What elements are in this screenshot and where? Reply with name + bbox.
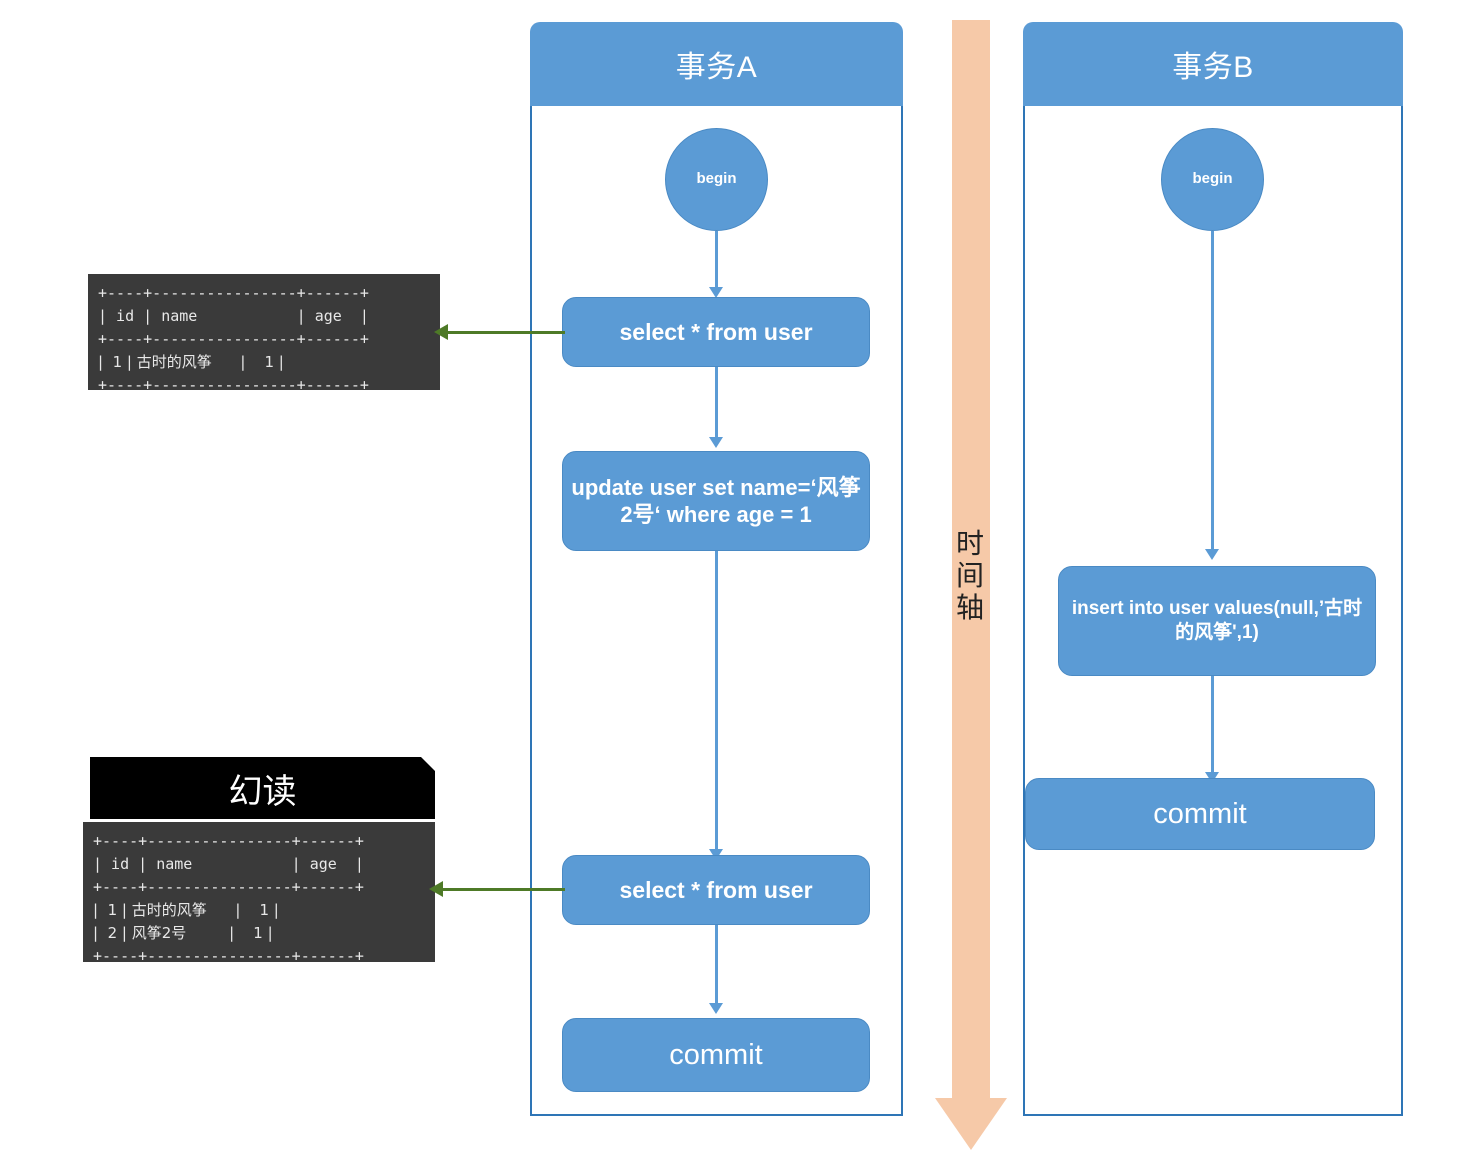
node-a-commit-label: commit: [669, 1038, 763, 1071]
result-first-rule-bottom: +----+----------------+------+: [98, 375, 369, 394]
time-axis-bar: [952, 20, 990, 1100]
node-a-begin-label: begin: [696, 170, 737, 188]
connector-a-select2-to-commit-arrowhead: [709, 1003, 723, 1014]
node-a-update[interactable]: update user set name=‘风筝2号‘ where age = …: [562, 451, 870, 551]
result-second-rule-mid: +----+----------------+------+: [93, 877, 364, 896]
lane-transaction-b-header: 事务B: [1023, 22, 1403, 106]
connector-a-update-to-select2-arrowhead: [709, 849, 723, 860]
node-a-select-1[interactable]: select * from user: [562, 297, 870, 367]
phantom-read-banner-label: 幻读: [228, 771, 297, 812]
result-arrow-second-head: [429, 881, 443, 897]
connector-a-begin-to-select1: [715, 231, 718, 293]
result-second-row-1: | 2 | 风筝2号 | 1 |: [93, 923, 273, 942]
connector-b-insert-to-commit-arrowhead: [1205, 772, 1219, 783]
time-axis-arrowhead: [935, 1098, 1007, 1150]
lane-b-title: 事务B: [1172, 51, 1254, 84]
node-b-commit-label: commit: [1153, 797, 1247, 830]
result-first-row-0: | 1 | 古时的风筝 | 1 |: [98, 352, 284, 371]
result-second-header: | id | name | age |: [93, 854, 364, 873]
result-arrow-first-head: [434, 324, 448, 340]
node-a-select-1-label: select * from user: [619, 318, 813, 345]
node-b-insert-label: insert into user values(null,’古时的风筝',1): [1071, 598, 1363, 643]
node-b-commit[interactable]: commit: [1025, 778, 1375, 850]
connector-b-begin-to-insert-arrowhead: [1205, 549, 1219, 560]
node-a-begin[interactable]: begin: [665, 128, 768, 231]
result-first-rule-top: +----+----------------+------+: [98, 284, 369, 302]
result-second-rule-bottom: +----+----------------+------+: [93, 946, 364, 965]
result-arrow-second-line: [442, 888, 565, 891]
result-first-rule-mid: +----+----------------+------+: [98, 329, 369, 348]
result-table-first: +----+----------------+------+ | id | na…: [88, 274, 440, 394]
node-b-insert[interactable]: insert into user values(null,’古时的风筝',1): [1058, 566, 1376, 676]
connector-a-begin-to-select1-arrowhead: [709, 287, 723, 298]
connector-a-select2-to-commit: [715, 925, 718, 1009]
node-a-select-2[interactable]: select * from user: [562, 855, 870, 925]
result-second-row-0: | 1 | 古时的风筝 | 1 |: [93, 900, 279, 919]
time-axis-label: 时间轴: [955, 527, 984, 625]
node-a-select-2-label: select * from user: [619, 876, 813, 903]
result-table-second: +----+----------------+------+ | id | na…: [83, 822, 435, 965]
result-arrow-first-line: [447, 331, 565, 334]
connector-a-select1-to-update-arrowhead: [709, 437, 723, 448]
connector-b-begin-to-insert: [1211, 231, 1214, 555]
node-a-update-label: update user set name=‘风筝2号‘ where age = …: [571, 474, 861, 528]
node-b-begin-label: begin: [1192, 170, 1233, 188]
connector-b-insert-to-commit: [1211, 676, 1214, 778]
result-second-rule-top: +----+----------------+------+: [93, 832, 364, 850]
connector-a-update-to-select2: [715, 551, 718, 855]
node-a-commit[interactable]: commit: [562, 1018, 870, 1092]
result-first-header: | id | name | age |: [98, 306, 369, 325]
node-b-begin[interactable]: begin: [1161, 128, 1264, 231]
lane-a-title: 事务A: [675, 51, 758, 84]
connector-a-select1-to-update: [715, 367, 718, 443]
phantom-read-banner: 幻读: [90, 757, 435, 819]
lane-transaction-a-header: 事务A: [530, 22, 903, 106]
